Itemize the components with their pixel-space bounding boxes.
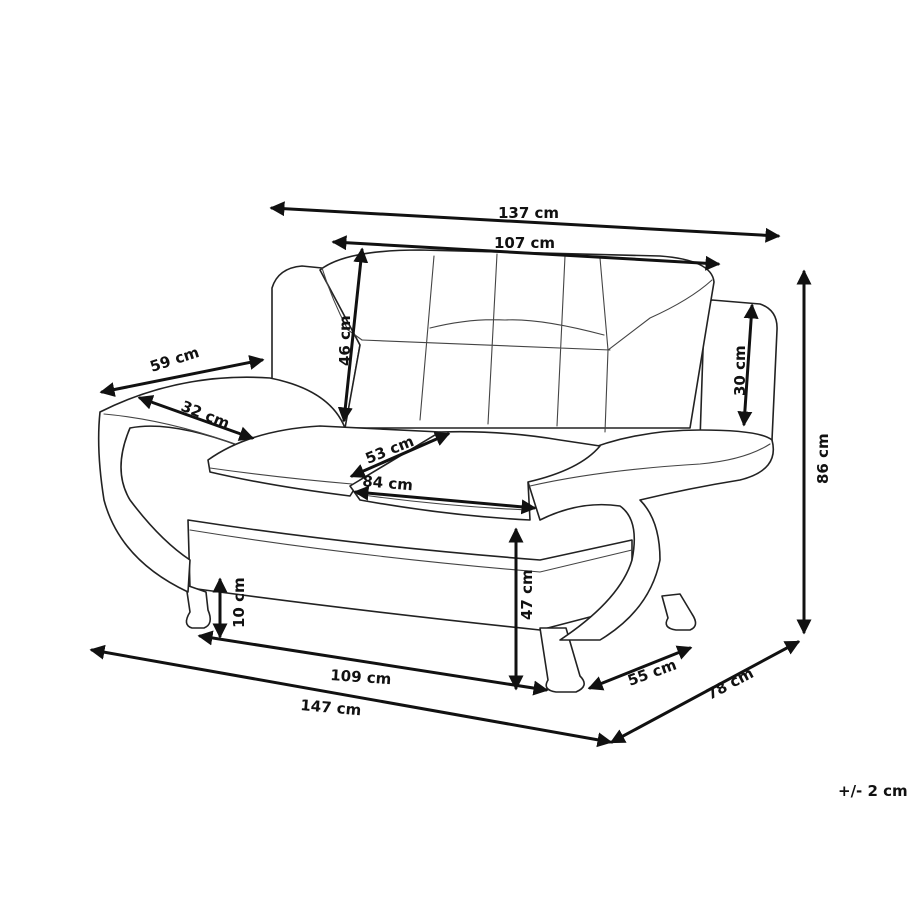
- backrest-tufting: [361, 253, 611, 433]
- dimension-line-overall-width-bottom: [89, 644, 613, 748]
- dimension-line-backrest-height: [337, 247, 369, 423]
- dimension-lines: [89, 201, 812, 748]
- label-armrest-height: 30 cm: [731, 345, 749, 396]
- dimension-line-overall-width-top: [269, 201, 781, 243]
- dimension-line-armrest-depth: [99, 355, 265, 397]
- label-armrest-depth: 59 cm: [148, 343, 202, 376]
- dimension-line-backrest-width: [331, 235, 721, 271]
- sofa-base: [187, 519, 633, 631]
- dimension-line-armrest-height: [737, 303, 759, 427]
- right-leg: [661, 593, 697, 631]
- dimension-labels: 137 cm 107 cm 59 cm 46 cm 30 cm 86 cm 32…: [148, 204, 832, 719]
- label-overall-height: 86 cm: [814, 433, 832, 484]
- left-seat-seam: [209, 467, 353, 485]
- dimension-line-seat-depth: [349, 432, 451, 478]
- right-armrest-front: [527, 429, 774, 641]
- backrest-right-wing: [607, 279, 713, 351]
- sofa-drawing: [97, 249, 778, 693]
- label-backrest-height: 46 cm: [336, 315, 354, 366]
- left-leg: [185, 584, 212, 629]
- dimension-line-overall-depth: [609, 640, 801, 744]
- label-base-depth: 55 cm: [625, 656, 679, 690]
- label-backrest-width: 107 cm: [494, 234, 555, 252]
- backrest: [319, 249, 715, 429]
- dimension-line-seat-width: [353, 485, 537, 515]
- label-seat-width: 84 cm: [362, 472, 414, 494]
- label-overall-depth: 78 cm: [703, 664, 756, 704]
- base-seam: [189, 529, 633, 573]
- label-base-width: 109 cm: [330, 666, 392, 688]
- label-leg-height: 10 cm: [230, 577, 248, 628]
- label-overall-width-bottom: 147 cm: [300, 696, 362, 719]
- label-seat-height: 47 cm: [518, 569, 536, 620]
- tolerance-note: +/- 2 cm: [838, 782, 908, 800]
- label-overall-width-top: 137 cm: [498, 204, 559, 222]
- right-armrest-top-seam: [529, 443, 771, 487]
- dimension-line-armrest-width: [137, 395, 255, 441]
